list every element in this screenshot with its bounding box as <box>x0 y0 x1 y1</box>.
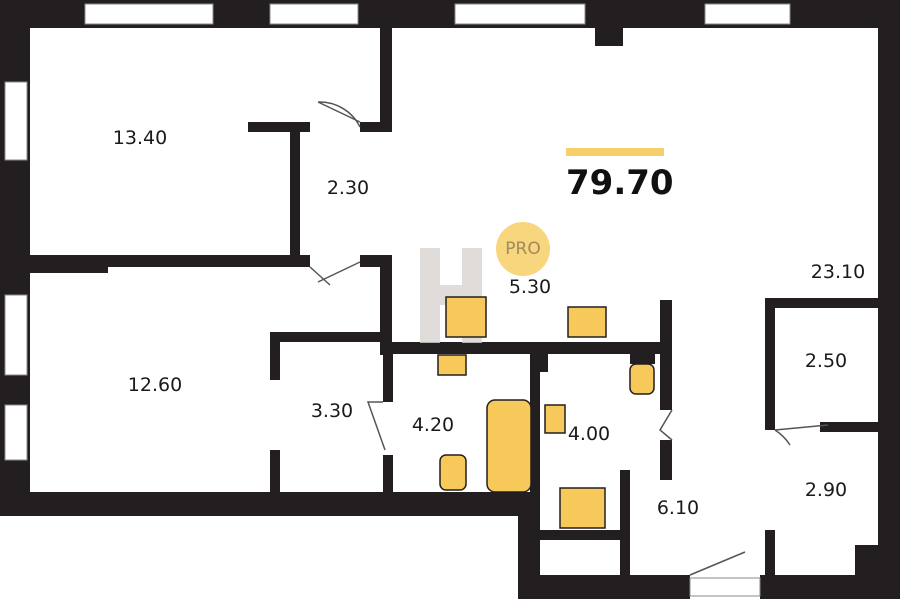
room-area-label: 3.30 <box>310 400 354 422</box>
windows <box>4 3 791 597</box>
room-area-label: 12.60 <box>127 374 183 396</box>
room-area-label: 4.00 <box>567 423 611 445</box>
total-area: 79.70 <box>566 163 674 203</box>
toilet-sink-icon <box>544 404 566 434</box>
shower-tray-icon <box>559 487 606 529</box>
bathtub-icon <box>486 399 532 493</box>
toilet-icon <box>439 454 467 491</box>
room-area-label: 6.10 <box>656 497 700 519</box>
bath-sink-icon <box>437 354 467 376</box>
total-area-accent-bar <box>566 148 664 156</box>
doors <box>309 101 829 576</box>
room-area-label: 2.30 <box>326 177 370 199</box>
room-area-label: 2.50 <box>804 350 848 372</box>
room-area-label: 5.30 <box>508 276 552 298</box>
fixtures <box>437 296 655 529</box>
room-area-label: 23.10 <box>810 261 866 283</box>
kitchen-sink-icon <box>567 306 607 338</box>
toilet-bowl-icon <box>629 363 655 395</box>
pro-badge: PRO <box>496 222 550 276</box>
stove-icon <box>445 296 487 338</box>
room-area-label: 13.40 <box>112 127 168 149</box>
room-area-label: 2.90 <box>804 479 848 501</box>
room-area-label: 4.20 <box>411 414 455 436</box>
